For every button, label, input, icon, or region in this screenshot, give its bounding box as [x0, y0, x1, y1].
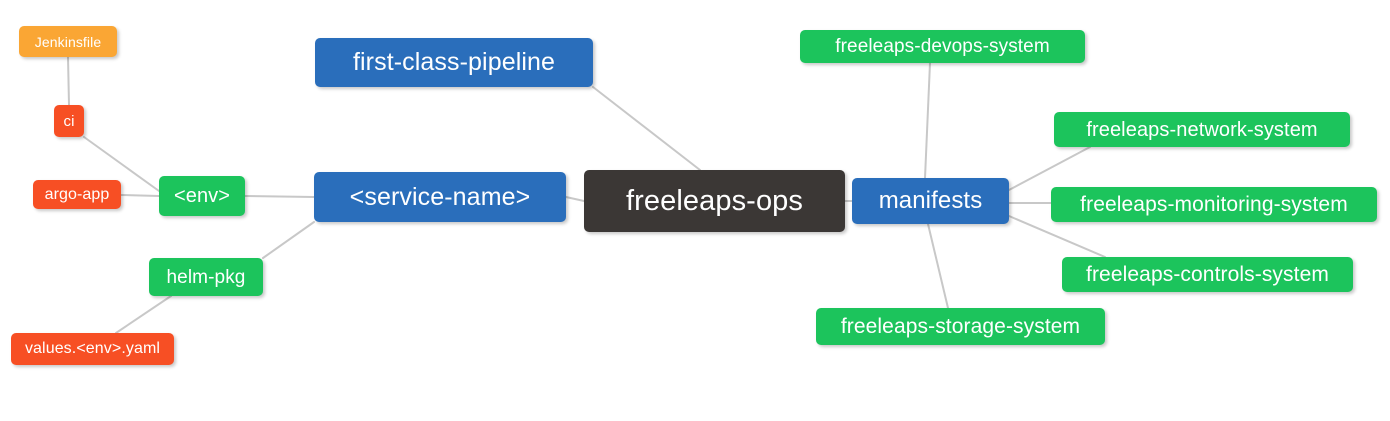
edge-helm-pkg-to-values-yaml — [115, 295, 172, 334]
node-label-storage-system: freeleaps-storage-system — [840, 315, 1081, 338]
node-label-devops-system: freeleaps-devops-system — [835, 36, 1050, 57]
node-storage-system[interactable]: freeleaps-storage-system — [816, 308, 1105, 345]
edge-ci-to-jenkinsfile — [67, 56, 70, 106]
node-first-class-pipeline[interactable]: first-class-pipeline — [315, 38, 593, 87]
node-label-jenkinsfile: Jenkinsfile — [34, 33, 102, 50]
node-network-system[interactable]: freeleaps-network-system — [1054, 112, 1350, 147]
edge-root-to-service-name — [565, 196, 585, 202]
node-label-first-class-pipeline: first-class-pipeline — [352, 48, 556, 76]
node-env[interactable]: <env> — [159, 176, 245, 216]
edge-root-to-first-class-pipeline — [592, 86, 701, 171]
node-service-name[interactable]: <service-name> — [314, 172, 566, 222]
node-label-monitoring-system: freeleaps-monitoring-system — [1080, 193, 1348, 216]
node-monitoring-system[interactable]: freeleaps-monitoring-system — [1051, 187, 1377, 222]
node-devops-system[interactable]: freeleaps-devops-system — [800, 30, 1085, 63]
edge-manifests-to-storage-system — [927, 223, 949, 309]
node-label-service-name: <service-name> — [349, 182, 531, 211]
node-argo-app[interactable]: argo-app — [33, 180, 121, 209]
node-label-controls-system: freeleaps-controls-system — [1086, 263, 1329, 286]
node-label-values-yaml: values.<env>.yaml — [24, 340, 161, 357]
node-label-manifests: manifests — [878, 187, 983, 214]
edge-service-name-to-env — [244, 195, 315, 198]
node-ci[interactable]: ci — [54, 105, 84, 137]
node-label-root: freeleaps-ops — [625, 184, 803, 217]
edge-manifests-to-network-system — [1008, 146, 1091, 191]
node-jenkinsfile[interactable]: Jenkinsfile — [19, 26, 117, 57]
edge-manifests-to-controls-system — [1008, 215, 1106, 258]
node-root[interactable]: freeleaps-ops — [584, 170, 845, 232]
node-controls-system[interactable]: freeleaps-controls-system — [1062, 257, 1353, 292]
node-label-helm-pkg: helm-pkg — [166, 266, 246, 288]
node-values-yaml[interactable]: values.<env>.yaml — [11, 333, 174, 365]
edge-manifests-to-devops-system — [924, 62, 931, 179]
edge-service-name-to-helm-pkg — [262, 221, 315, 259]
node-helm-pkg[interactable]: helm-pkg — [149, 258, 263, 296]
node-label-ci: ci — [63, 112, 75, 130]
node-label-env: <env> — [173, 185, 231, 207]
edge-env-to-argo-app — [120, 194, 160, 197]
node-manifests[interactable]: manifests — [852, 178, 1009, 224]
node-label-argo-app: argo-app — [44, 185, 110, 203]
node-label-network-system: freeleaps-network-system — [1086, 118, 1318, 141]
